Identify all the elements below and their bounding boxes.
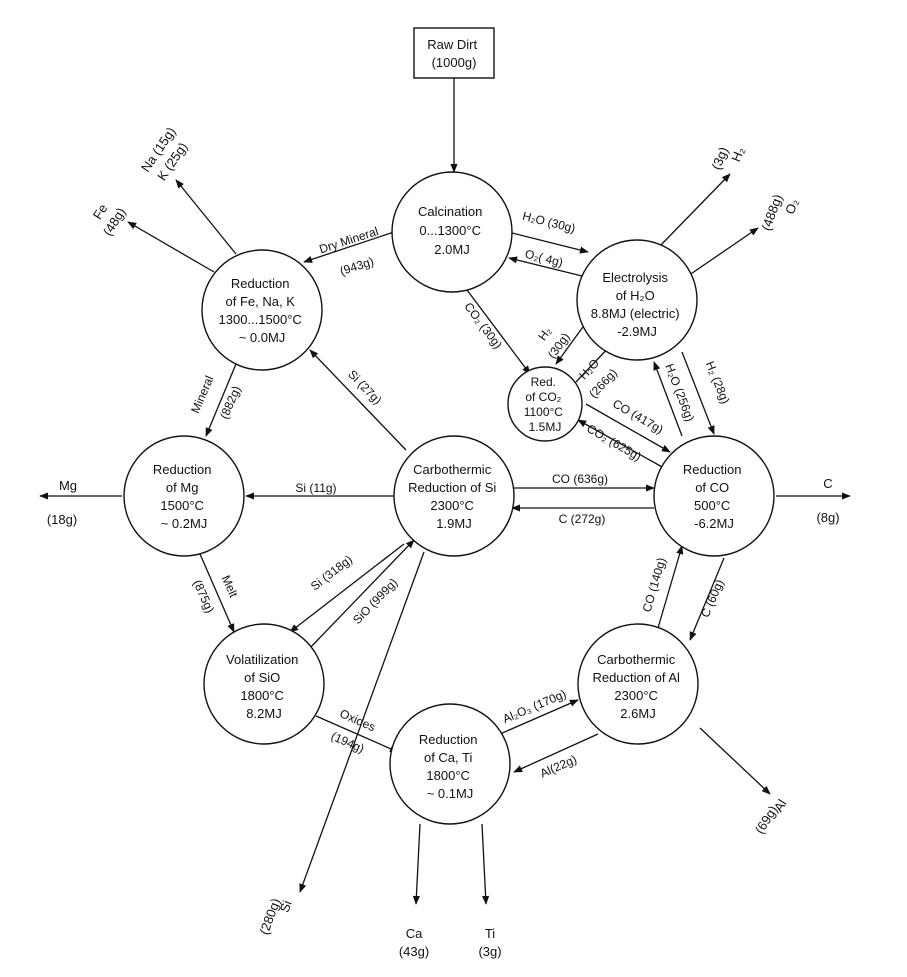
edge-label-si-11: Si (11g) (295, 481, 336, 495)
output-ti-mass: (3g) (478, 944, 501, 959)
volatilization-sio-node (203, 623, 325, 745)
output-mg-mass: (18g) (47, 512, 77, 527)
arrow-electrolysis-h2-out (657, 173, 731, 249)
edge-label-co2-625: CO₂ (625g) (584, 421, 644, 463)
arrow-redco-redco2-co2 (577, 419, 665, 469)
edge-label-al2o3-170: Al₂O₃ (170g) (501, 687, 569, 726)
edge-label-oxides: Oxides (338, 706, 378, 734)
reduction-co-label: Reduction of CO 500°C -6.2MJ (683, 462, 745, 531)
output-si-label: Si (277, 898, 295, 914)
volatilization-sio-label: Volatilization of SiO 1800°C 8.2MJ (226, 652, 302, 721)
arrow-carboal-redca-al (513, 733, 599, 773)
edge-label-dry-mineral-mass: (943g) (338, 254, 375, 278)
edge-label-h2o-256: H₂O (256g) (662, 362, 697, 424)
output-c-mass: (8g) (816, 510, 839, 525)
edge-label-c-272: C (272g) (559, 512, 606, 526)
arrow-redca-carboal-al2o3 (499, 699, 579, 735)
electrolysis-label: Electrolysis of H₂O 8.8MJ (electric) -2.… (591, 270, 683, 339)
arrow-redfe-redmg (205, 363, 237, 437)
edge-label-c-60: C (60g) (698, 577, 727, 619)
arrow-electrolysis-redco-h2 (681, 351, 715, 435)
arrow-calcination-redco2 (463, 285, 531, 375)
output-h2-label: H₂ (728, 145, 747, 164)
output-h2-mass: (3g) (709, 145, 732, 172)
edge-label-dry-mineral: Dry Mineral (317, 224, 380, 256)
arrow-carbosi-redfe-si (309, 349, 407, 451)
raw-dirt-label: Raw Dirt (1000g) (427, 37, 480, 70)
arrow-redfe-nak-out (175, 179, 237, 255)
edge-label-mineral-mass: (882g) (217, 384, 243, 421)
electrolysis-node (576, 239, 698, 361)
arrow-carbosi-volsio-si (289, 543, 405, 633)
reduction-fe-node (201, 249, 323, 371)
arrow-carbosi-si-out (299, 551, 425, 893)
arrow-electrolysis-o2-out (681, 227, 759, 281)
edges (39, 78, 851, 905)
edge-label-h2-a: H₂ (535, 324, 554, 343)
arrow-carboal-redco-co (657, 545, 684, 629)
edge-label-si-27: Si (27g) (345, 367, 384, 407)
edge-label-co2-30: CO₂ (30g) (461, 300, 505, 352)
edge-label-h2-28: H₂ (28g) (703, 359, 733, 406)
arrow-electrolysis-calcination-o2 (508, 256, 583, 277)
arrow-redfe-fe-out (127, 221, 215, 273)
carbothermic-al-node (577, 623, 699, 745)
raw-dirt-box (413, 27, 495, 79)
calcination-label: Calcination 0...1300°C 2.0MJ (418, 204, 486, 257)
edge-label-melt: Melt (219, 573, 241, 600)
arrow-electrolysis-redco2-h2 (555, 319, 589, 365)
nodes: Raw Dirt (1000g) Calcination 0...1300°C … (123, 27, 775, 825)
carbothermic-si-node (393, 435, 515, 557)
output-si-mass: (280g) (256, 896, 283, 936)
output-ca-label: Ca (406, 926, 423, 941)
arrow-redco-electrolysis-h2o (653, 361, 683, 437)
arrow-redco-carboal-c (689, 557, 725, 641)
arrow-redca-ca-out (412, 823, 421, 905)
reduction-ca-ti-label: Reduction of Ca, Ti 1800°C ~ 0.1MJ (419, 732, 481, 801)
edge-label-co-636: CO (636g) (552, 472, 608, 486)
calcination-node (391, 171, 513, 293)
edge-label-mineral: Mineral (188, 374, 216, 416)
reduction-mg-node (123, 435, 245, 557)
output-o2-mass: (488g) (758, 192, 785, 232)
arrow-redca-ti-out (481, 823, 490, 905)
output-c-label: C (823, 476, 832, 491)
output-mg-label: Mg (59, 478, 77, 493)
arrow-volsio-redca (315, 715, 399, 753)
edge-label-oxides-mass: (194g) (329, 729, 366, 756)
arrow-redmg-volsio (199, 553, 235, 633)
output-ti-label: Ti (485, 926, 495, 941)
arrow-redco2-redco-co (585, 403, 671, 453)
edge-label-h2o-30: H₂O (30g) (521, 209, 577, 236)
reduction-mg-label: Reduction of Mg 1500°C ~ 0.2MJ (153, 462, 215, 531)
carbothermic-al-label: Carbothermic Reduction of Al 2300°C 2.6M… (592, 652, 683, 721)
arrow-calcination-electrolysis-h2o (507, 231, 589, 254)
edge-label-al-22: Al(22g) (538, 752, 579, 781)
arrow-carboal-al-out (699, 727, 771, 795)
reduction-ca-ti-node (389, 703, 511, 825)
reduction-fe-label: Reduction of Fe, Na, K 1300...1500°C ~ 0… (219, 276, 306, 345)
red-co2-label: Red. of CO₂ 1100°C 1.5MJ (524, 375, 567, 434)
carbothermic-si-label: Carbothermic Reduction of Si 2300°C 1.9M… (408, 462, 500, 531)
reduction-co-node (653, 435, 775, 557)
output-o2-label: O₂ (782, 197, 801, 216)
red-co2-node (507, 366, 583, 442)
arrow-calcination-redfe (303, 231, 395, 263)
arrow-volsio-carbosi-sio (307, 539, 415, 651)
edge-label-co-417: CO (417g) (610, 396, 666, 436)
edge-label-sio-999: SiO (999g) (350, 575, 400, 626)
output-fe-label: Fe (90, 201, 111, 222)
output-ca-mass: (43g) (399, 944, 429, 959)
